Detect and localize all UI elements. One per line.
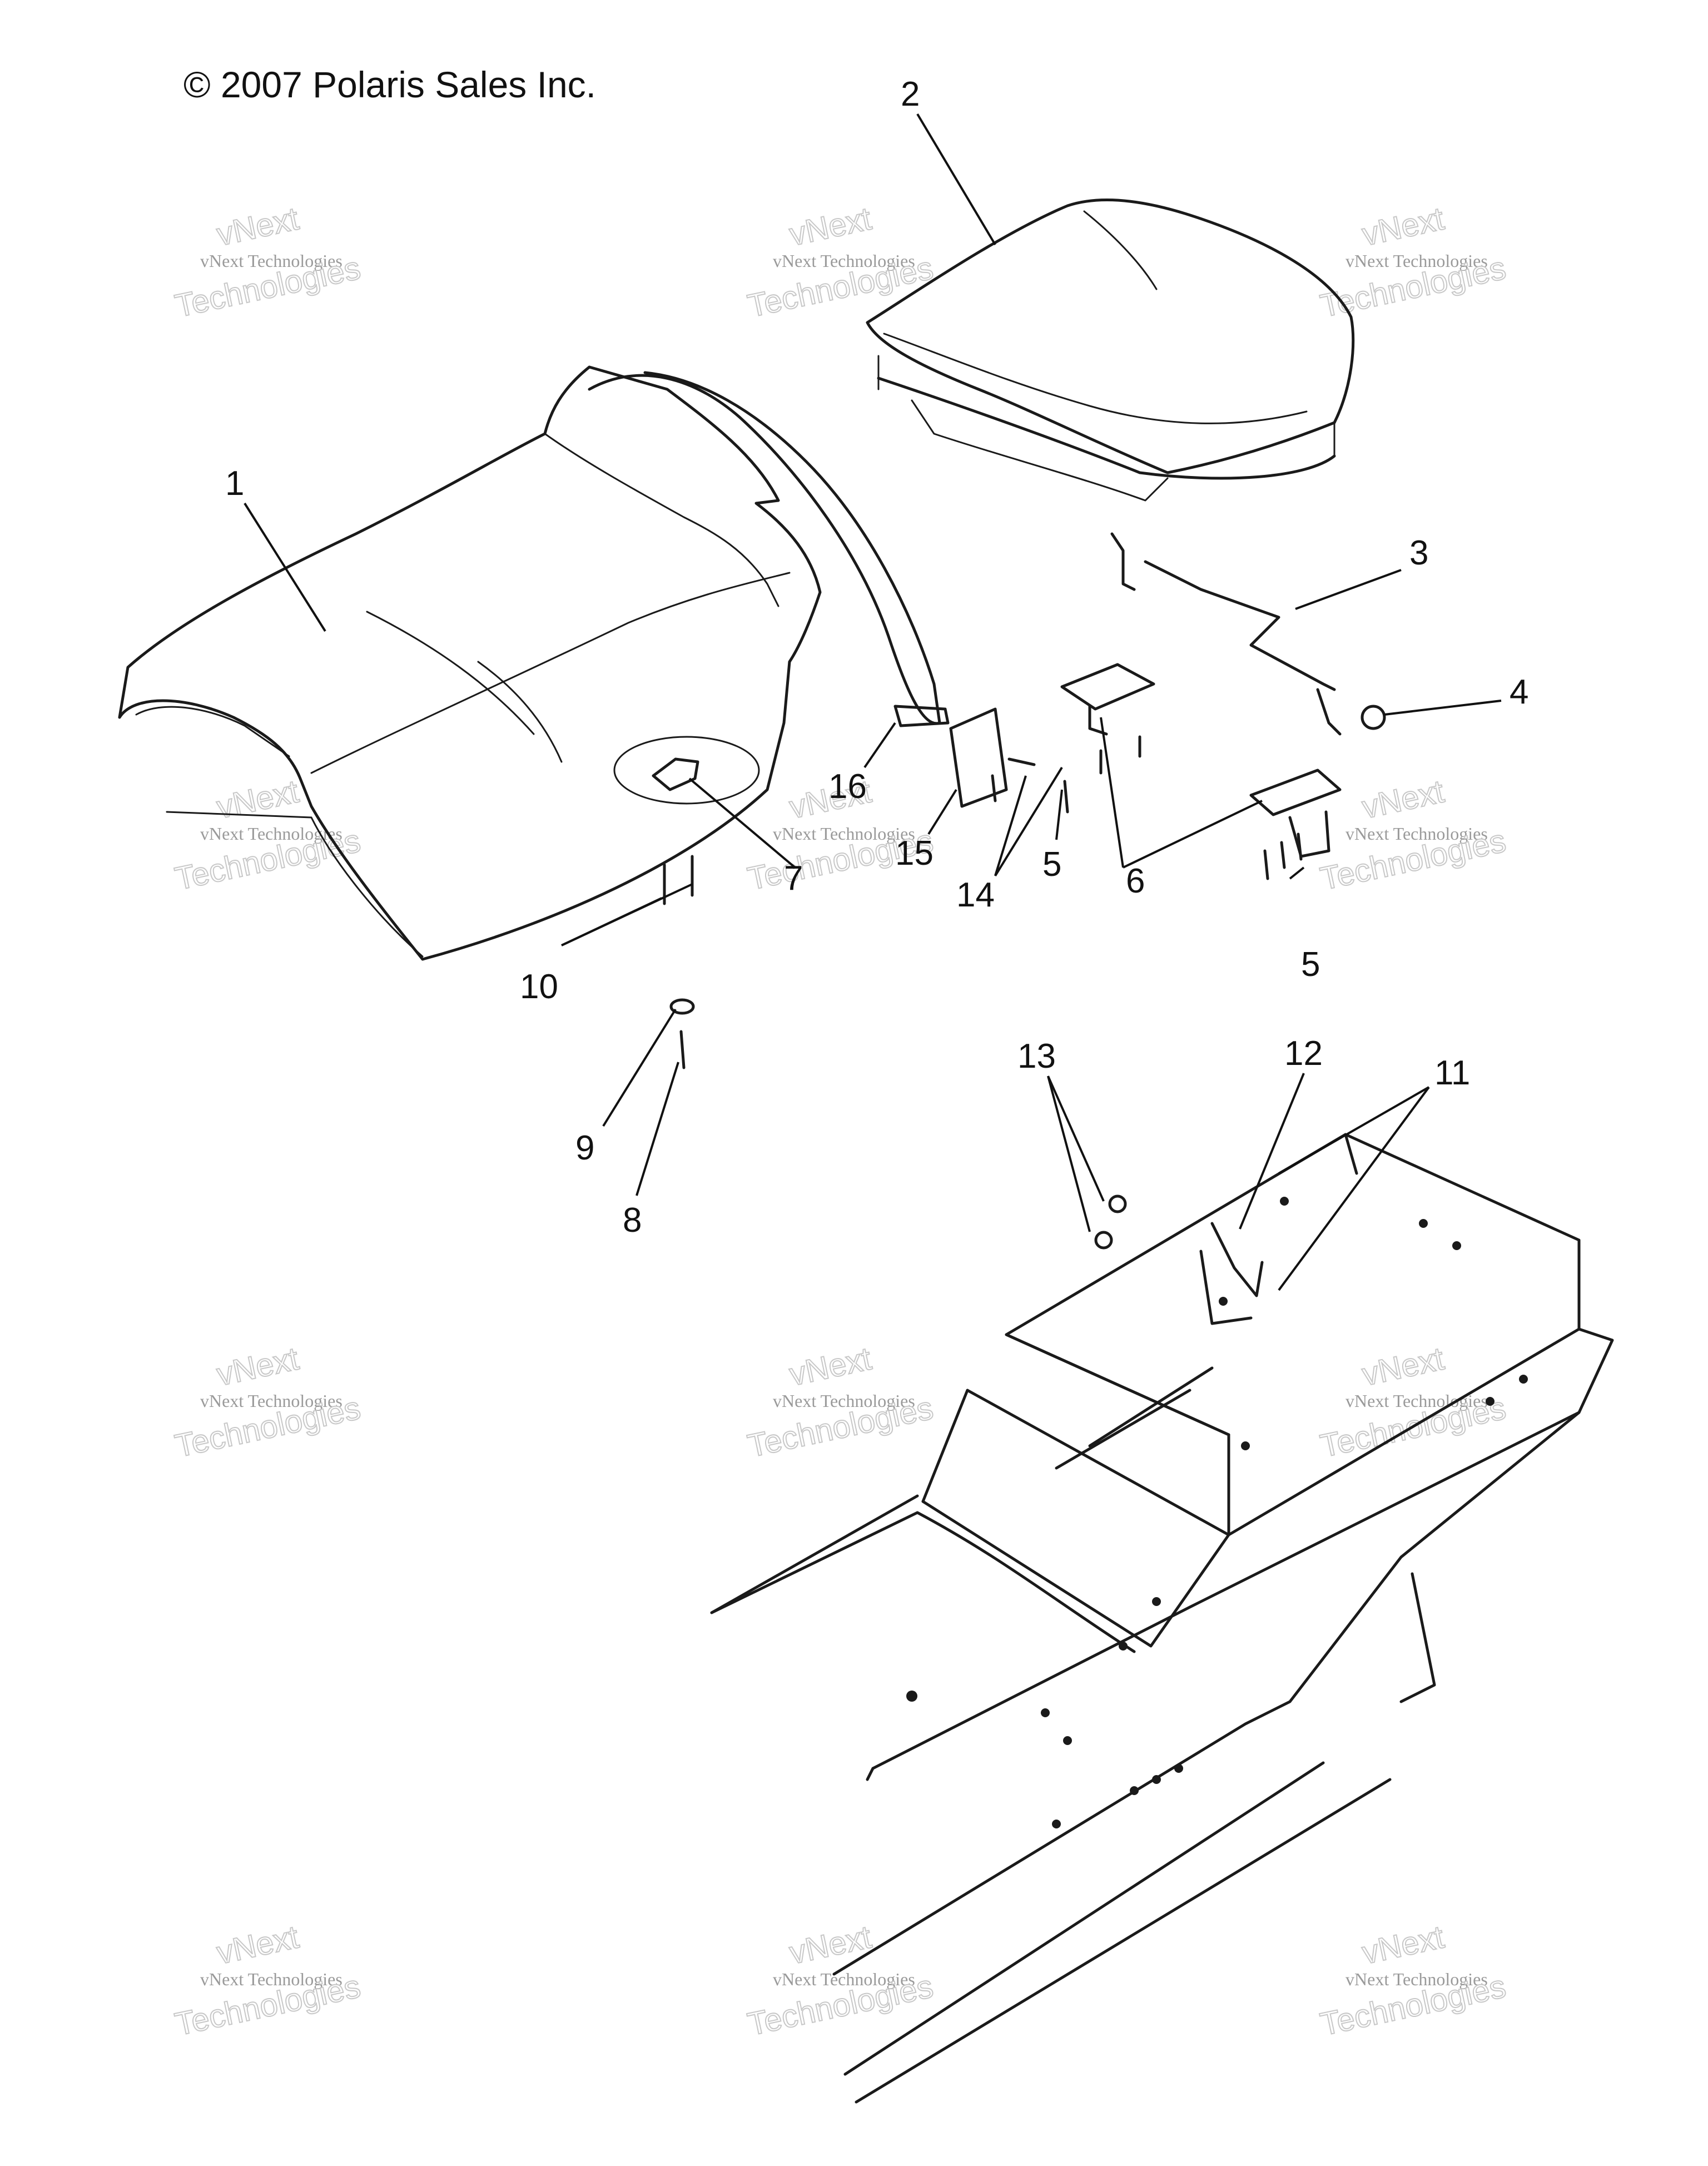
- watermark-line1: vNext: [1359, 1919, 1447, 1971]
- watermark-line2: vNext Technologies: [1345, 1391, 1488, 1411]
- watermark: vNext vNext Technologies Technologies: [1317, 772, 1510, 898]
- watermark-line1: vNext: [1359, 200, 1447, 252]
- watermark-line2: vNext Technologies: [200, 1969, 342, 1989]
- watermark-line1: vNext: [786, 1919, 875, 1971]
- callout-4: 4: [1510, 673, 1528, 711]
- watermark: vNext vNext Technologies Technologies: [744, 1918, 937, 2043]
- watermark: vNext vNext Technologies Technologies: [744, 1340, 937, 1465]
- watermark-line1: vNext: [214, 1340, 302, 1392]
- callout-7: 7: [784, 859, 803, 898]
- watermark: vNext vNext Technologies Technologies: [744, 200, 937, 325]
- latch-bracket-parts: [1060, 663, 1342, 858]
- callout-3: 3: [1409, 534, 1428, 572]
- watermark-line2: vNext Technologies: [1345, 824, 1488, 844]
- watermark: vNext vNext Technologies Technologies: [1317, 200, 1510, 325]
- callout-15: 15: [895, 834, 934, 873]
- watermark: vNext vNext Technologies Technologies: [171, 772, 364, 898]
- watermark-line2: vNext Technologies: [773, 824, 915, 844]
- watermark: vNext vNext Technologies Technologies: [171, 200, 364, 325]
- callout-16: 16: [828, 767, 867, 806]
- watermark: vNext vNext Technologies Technologies: [1317, 1340, 1510, 1465]
- callout-5-lower: 5: [1301, 945, 1320, 984]
- callout-1: 1: [225, 464, 244, 503]
- watermark: vNext vNext Technologies Technologies: [171, 1918, 364, 2043]
- callout-13: 13: [1017, 1037, 1056, 1075]
- leader-lines: [244, 113, 1502, 1291]
- callout-6: 6: [1126, 862, 1145, 900]
- callout-labels: 1 2 3 4 5 5 6 7 8 9 10 11 12 13 14 15 16: [225, 75, 1528, 1240]
- watermark-line1: vNext: [1359, 1340, 1447, 1392]
- watermark-line1: vNext: [1359, 773, 1447, 825]
- chassis-holes: [906, 1197, 1528, 1828]
- passenger-seat-part: [866, 199, 1355, 502]
- callout-10: 10: [520, 968, 558, 1006]
- callout-12: 12: [1284, 1034, 1323, 1073]
- seat-rod-part: [1110, 532, 1342, 736]
- watermark-line2: vNext Technologies: [773, 1969, 915, 1989]
- plate-part: [949, 707, 1008, 808]
- callout-5-upper: 5: [1042, 845, 1061, 884]
- watermark-line1: vNext: [786, 200, 875, 252]
- watermark-line1: vNext: [214, 773, 302, 825]
- callout-8: 8: [623, 1201, 642, 1240]
- watermark: vNext vNext Technologies Technologies: [1317, 1918, 1510, 2043]
- watermark-line2: vNext Technologies: [1345, 1969, 1488, 1989]
- watermark-line1: vNext: [214, 1919, 302, 1971]
- seat-strap-part: [588, 371, 950, 727]
- fasteners: [663, 735, 1303, 1250]
- callout-14: 14: [956, 876, 995, 914]
- watermark-line1: vNext: [214, 200, 302, 252]
- callout-2: 2: [901, 75, 920, 113]
- watermark-line2: vNext Technologies: [773, 251, 915, 271]
- main-seat-part: [118, 365, 822, 961]
- clip-part: [1361, 705, 1386, 730]
- watermark: vNext vNext Technologies Technologies: [171, 1340, 364, 1465]
- watermark-line2: vNext Technologies: [1345, 251, 1488, 271]
- watermark-line1: vNext: [786, 1340, 875, 1392]
- watermark-line2: vNext Technologies: [200, 251, 342, 271]
- callout-9: 9: [575, 1129, 594, 1167]
- watermark-line2: vNext Technologies: [200, 1391, 342, 1411]
- watermark-line2: vNext Technologies: [200, 824, 342, 844]
- watermarks: vNext vNext Technologies Technologies vN…: [171, 200, 1510, 2043]
- watermark-line2: vNext Technologies: [773, 1391, 915, 1411]
- callout-11: 11: [1434, 1054, 1470, 1092]
- copyright-text: © 2007 Polaris Sales Inc.: [183, 64, 596, 105]
